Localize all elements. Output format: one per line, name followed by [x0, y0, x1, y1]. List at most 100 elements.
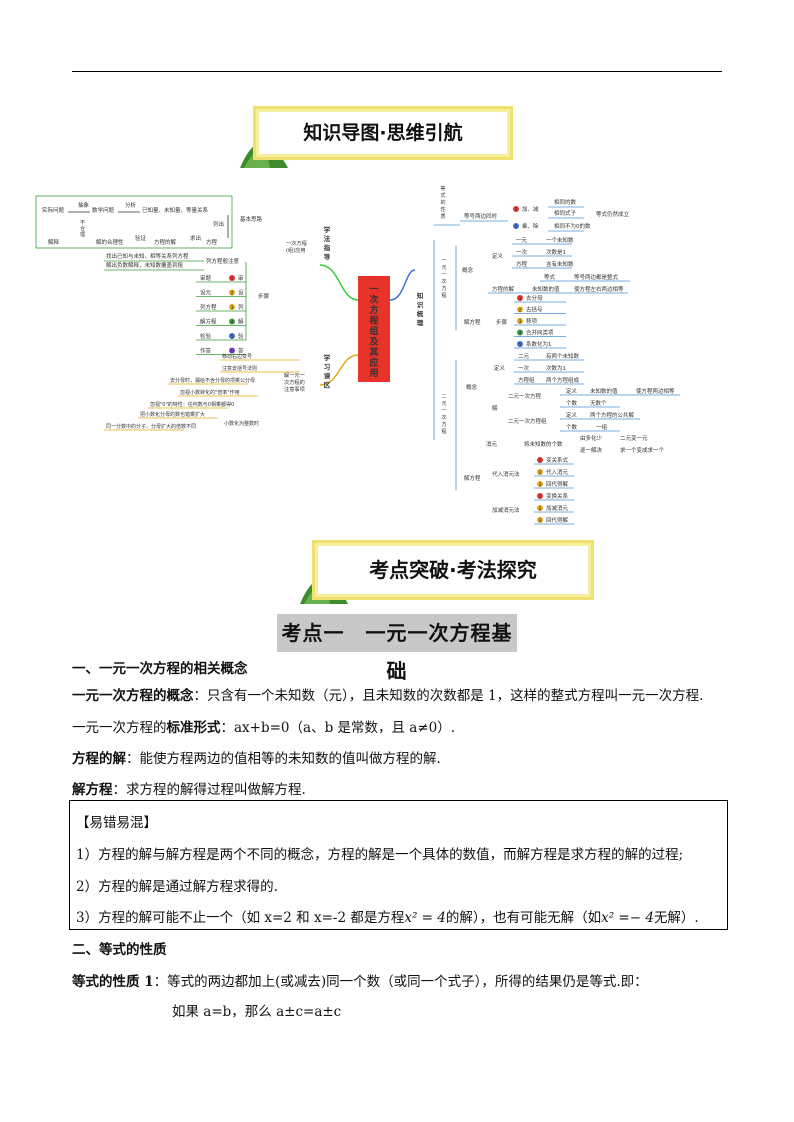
- formula-property-1: 如果 a=b，那么 a±c=a±c: [172, 1004, 342, 1020]
- mindmap-text: 去括号: [526, 306, 543, 314]
- paragraph-solve: 解方程：求方程的解得过程叫做解方程.: [72, 782, 306, 798]
- mindmap-text: 把小数化分母的数也错乘扩大: [140, 411, 205, 418]
- paragraph-standard-form: 一元一次方程的标准形式：ax+b=0（a、b 是常数，且 a≠0）.: [72, 720, 456, 736]
- mindmap-text: 一次: [518, 364, 530, 372]
- step-number-icon: [229, 275, 235, 281]
- mindmap-text: 乘、除: [522, 222, 539, 230]
- mindmap-text: 1: [231, 276, 234, 282]
- mindmap-text: 等式仍然成立: [596, 210, 630, 218]
- mindmap-text: 区: [324, 381, 331, 389]
- box-item-2: 2）方程的解是通过解方程求得的.: [76, 879, 278, 895]
- mindmap-text: 知: [417, 291, 424, 300]
- step-number-icon: [537, 469, 543, 475]
- mindmap-text: 误: [324, 371, 331, 380]
- mindmap-text: 解释: [48, 238, 60, 246]
- mindmap-text: 系数化为1: [526, 340, 552, 348]
- mindmap-text: 加、减: [522, 205, 539, 213]
- step-number-icon: [517, 329, 523, 336]
- header-rule: [72, 71, 722, 72]
- mindmap-text: 检验: [200, 332, 212, 340]
- mindmap-text: 程: [441, 428, 446, 435]
- mindmap-text: 2: [539, 506, 542, 512]
- mindmap-text: 注意去括号法则: [222, 365, 257, 372]
- mindmap-text: 1: [519, 296, 522, 302]
- step-number-icon: [537, 517, 543, 523]
- mindmap-text: 验: [238, 332, 244, 340]
- mindmap-text: 次: [441, 414, 446, 421]
- mindmap-text: 识: [417, 300, 424, 309]
- mindmap-text: 方程: [516, 260, 528, 268]
- mindmap-text: 定义: [566, 387, 578, 395]
- mindmap-text: 审题: [200, 274, 212, 282]
- box-title: 【易错易混】: [76, 815, 157, 831]
- mindmap-text: 加减消元: [546, 504, 569, 512]
- mindmap-text: 无数个: [590, 399, 607, 407]
- mindmap-text: 忽视"0"的特性：任何数与0相乘都得0: [150, 401, 234, 408]
- mindmap-text: 由多化少: [580, 434, 603, 442]
- mindmap-text: 等号两边都是整式: [574, 273, 619, 281]
- mindmap-text: 学: [324, 353, 331, 362]
- mindmap-text: 4: [519, 330, 522, 336]
- mindmap-text: 步骤: [258, 292, 270, 300]
- mindmap-text: 次数是1: [546, 248, 566, 256]
- center-title-char: 用: [368, 368, 378, 379]
- mindmap-text: 忽视小数转化的"倍率"作用: [180, 389, 240, 396]
- mindmap-text: 次方程的: [284, 378, 305, 386]
- mindmap-text: 一: [441, 272, 446, 278]
- step-number-icon: [229, 347, 235, 354]
- mindmap-text: 指: [324, 243, 331, 252]
- mindmap-text: 梳: [417, 309, 424, 318]
- step-number-icon: [517, 318, 523, 324]
- mindmap-text: 质: [440, 213, 445, 220]
- mindmap-text: 概念: [462, 266, 474, 274]
- center-title-char: 程: [369, 315, 378, 327]
- mindmap-text: 3: [231, 305, 234, 311]
- mindmap-text: 等: [440, 185, 445, 192]
- step-number-icon: [513, 223, 519, 229]
- mindmap-text: 学: [324, 225, 331, 234]
- mindmap-text: 二: [441, 394, 446, 400]
- mindmap-text: 一: [441, 258, 446, 264]
- mindmap-text: 作答: [200, 347, 212, 355]
- mindmap-text: 相同式子: [554, 209, 577, 217]
- mindmap-text: 方: [441, 285, 446, 292]
- step-number-icon: [513, 206, 519, 212]
- mindmap-text: 程: [441, 292, 446, 299]
- step-number-icon: [517, 306, 523, 313]
- mindmap-text: 2: [519, 307, 522, 313]
- mindmap-text: 理: [80, 232, 85, 238]
- mindmap-text: 解方程: [464, 318, 481, 326]
- mindmap-text: 一次: [516, 248, 528, 256]
- mindmap-text: 定义: [494, 364, 506, 372]
- center-title-char: 其: [369, 346, 378, 358]
- banner-mindmap: 知识导图·思维引航: [253, 106, 513, 160]
- step-number-icon: [229, 289, 235, 296]
- mindmap-text: 方程的解: [492, 285, 515, 293]
- mindmap-text: 未知数的值: [532, 285, 560, 293]
- mindmap-text: 1: [539, 458, 542, 464]
- paragraph-solution: 方程的解：能使方程两边的值相等的未知数的值叫做方程的解.: [72, 751, 441, 767]
- mindmap-text: 导: [324, 252, 331, 261]
- mindmap-text: 6: [231, 348, 234, 354]
- mindmap-text: 移项: [526, 317, 538, 325]
- mindmap-text: 两个方程的公共解: [590, 411, 635, 419]
- mindmap-text: 小数化为整数时: [224, 420, 259, 427]
- mindmap-text: 合: [80, 225, 85, 232]
- mindmap-text: 定义: [566, 411, 578, 419]
- mindmap-text: 使方程左右两边相等: [574, 285, 624, 293]
- mindmap-text: 使方程两边相等: [636, 387, 675, 395]
- mindmap-text: 分析: [125, 201, 137, 209]
- mindmap-text: 相同的数: [554, 198, 577, 206]
- mindmap-text: 变换关系: [546, 492, 569, 500]
- mindmap-text: 消元: [486, 440, 498, 448]
- mindmap-text: 将未知数的个数: [524, 440, 563, 448]
- center-title-char: 一: [369, 285, 378, 295]
- step-number-icon: [537, 457, 543, 463]
- mindmap-text: 等号两边同时: [464, 212, 498, 220]
- mindmap-text: 方: [441, 421, 446, 428]
- mindmap-text: 设元: [200, 289, 212, 297]
- mindmap-text: 列方程: [200, 303, 217, 311]
- mindmap-text: 相同不为0的数: [554, 222, 591, 230]
- mindmap-text: 注意事项: [284, 385, 305, 393]
- mindmap-text: 方程的解: [154, 238, 177, 246]
